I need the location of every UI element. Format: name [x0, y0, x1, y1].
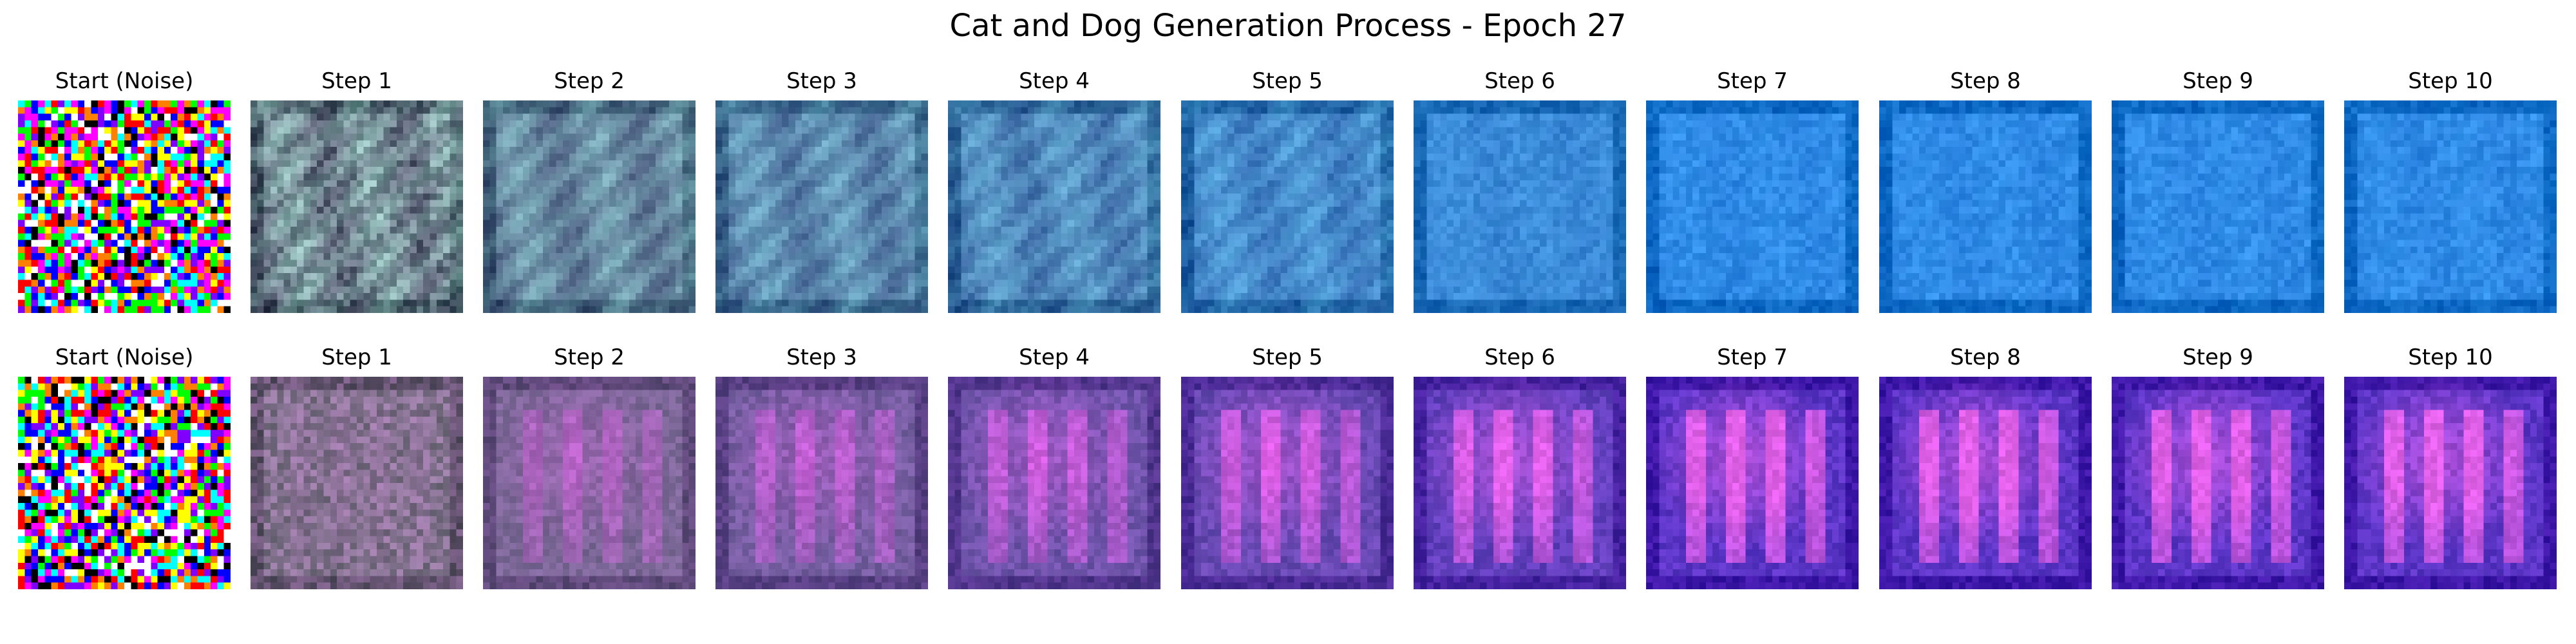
- row-1-image-canvas-8: [1879, 100, 2092, 313]
- row-1-generated-image-7: [1646, 100, 1859, 313]
- row-1-panel-title-4: Step 4: [1019, 68, 1090, 94]
- row-2-generated-image-0: [18, 377, 231, 589]
- row-1-image-canvas-5: [1181, 100, 1394, 313]
- row-2-panel-title-1: Step 1: [321, 345, 392, 370]
- row-1-image-canvas-2: [483, 100, 696, 313]
- row-2-panel-title-10: Step 10: [2408, 345, 2493, 370]
- row-1-generated-image-4: [948, 100, 1160, 313]
- row-1-generated-image-5: [1181, 100, 1394, 313]
- row-1-image-canvas-10: [2344, 100, 2557, 313]
- row-1-panel-title-3: Step 3: [786, 68, 857, 94]
- row-2-generated-image-8: [1879, 377, 2092, 589]
- row-1-generated-image-2: [483, 100, 696, 313]
- row-1-generated-image-1: [251, 100, 463, 313]
- row-2-panel-title-2: Step 2: [554, 345, 625, 370]
- row-2-image-canvas-4: [948, 377, 1160, 589]
- row-1-panel-title-6: Step 6: [1484, 68, 1555, 94]
- row-1-panel-title-7: Step 7: [1717, 68, 1788, 94]
- row-2-image-canvas-9: [2112, 377, 2324, 589]
- row-1-image-canvas-3: [715, 100, 928, 313]
- row-1-image-canvas-7: [1646, 100, 1859, 313]
- row-2-generated-image-1: [251, 377, 463, 589]
- row-2-image-canvas-5: [1181, 377, 1394, 589]
- row-2-generated-image-2: [483, 377, 696, 589]
- row-2-generated-image-6: [1414, 377, 1626, 589]
- row-1-image-canvas-0: [18, 100, 231, 313]
- row-1-image-canvas-9: [2112, 100, 2324, 313]
- row-1-panel-title-8: Step 8: [1950, 68, 2021, 94]
- row-1-generated-image-6: [1414, 100, 1626, 313]
- row-1-image-canvas-1: [251, 100, 463, 313]
- row-1-generated-image-0: [18, 100, 231, 313]
- row-2-panel-title-3: Step 3: [786, 345, 857, 370]
- row-2-image-canvas-6: [1414, 377, 1626, 589]
- row-2-panel-title-9: Step 9: [2183, 345, 2253, 370]
- row-1-panel-title-1: Step 1: [321, 68, 392, 94]
- row-2-image-canvas-0: [18, 377, 231, 589]
- row-1-panel-title-0: Start (Noise): [55, 68, 194, 94]
- figure-title: Cat and Dog Generation Process - Epoch 2…: [949, 8, 1627, 44]
- row-1-generated-image-8: [1879, 100, 2092, 313]
- row-1-panel-title-2: Step 2: [554, 68, 625, 94]
- row-1-image-canvas-6: [1414, 100, 1626, 313]
- row-2-image-canvas-10: [2344, 377, 2557, 589]
- row-2-image-canvas-1: [251, 377, 463, 589]
- row-2-panel-title-8: Step 8: [1950, 345, 2021, 370]
- row-2-panel-title-0: Start (Noise): [55, 345, 194, 370]
- row-2-image-canvas-3: [715, 377, 928, 589]
- row-1-panel-title-10: Step 10: [2408, 68, 2493, 94]
- row-2-image-canvas-8: [1879, 377, 2092, 589]
- row-2-image-canvas-2: [483, 377, 696, 589]
- row-1-generated-image-9: [2112, 100, 2324, 313]
- row-2-generated-image-10: [2344, 377, 2557, 589]
- row-2-panel-title-4: Step 4: [1019, 345, 1090, 370]
- row-2-image-canvas-7: [1646, 377, 1859, 589]
- row-2-generated-image-3: [715, 377, 928, 589]
- row-2-panel-title-6: Step 6: [1484, 345, 1555, 370]
- row-1-generated-image-3: [715, 100, 928, 313]
- row-2-generated-image-7: [1646, 377, 1859, 589]
- row-1-panel-title-5: Step 5: [1252, 68, 1323, 94]
- row-1-panel-title-9: Step 9: [2183, 68, 2253, 94]
- row-2-generated-image-9: [2112, 377, 2324, 589]
- row-2-generated-image-5: [1181, 377, 1394, 589]
- row-1-image-canvas-4: [948, 100, 1160, 313]
- row-1-generated-image-10: [2344, 100, 2557, 313]
- row-2-generated-image-4: [948, 377, 1160, 589]
- row-2-panel-title-7: Step 7: [1717, 345, 1788, 370]
- row-2-panel-title-5: Step 5: [1252, 345, 1323, 370]
